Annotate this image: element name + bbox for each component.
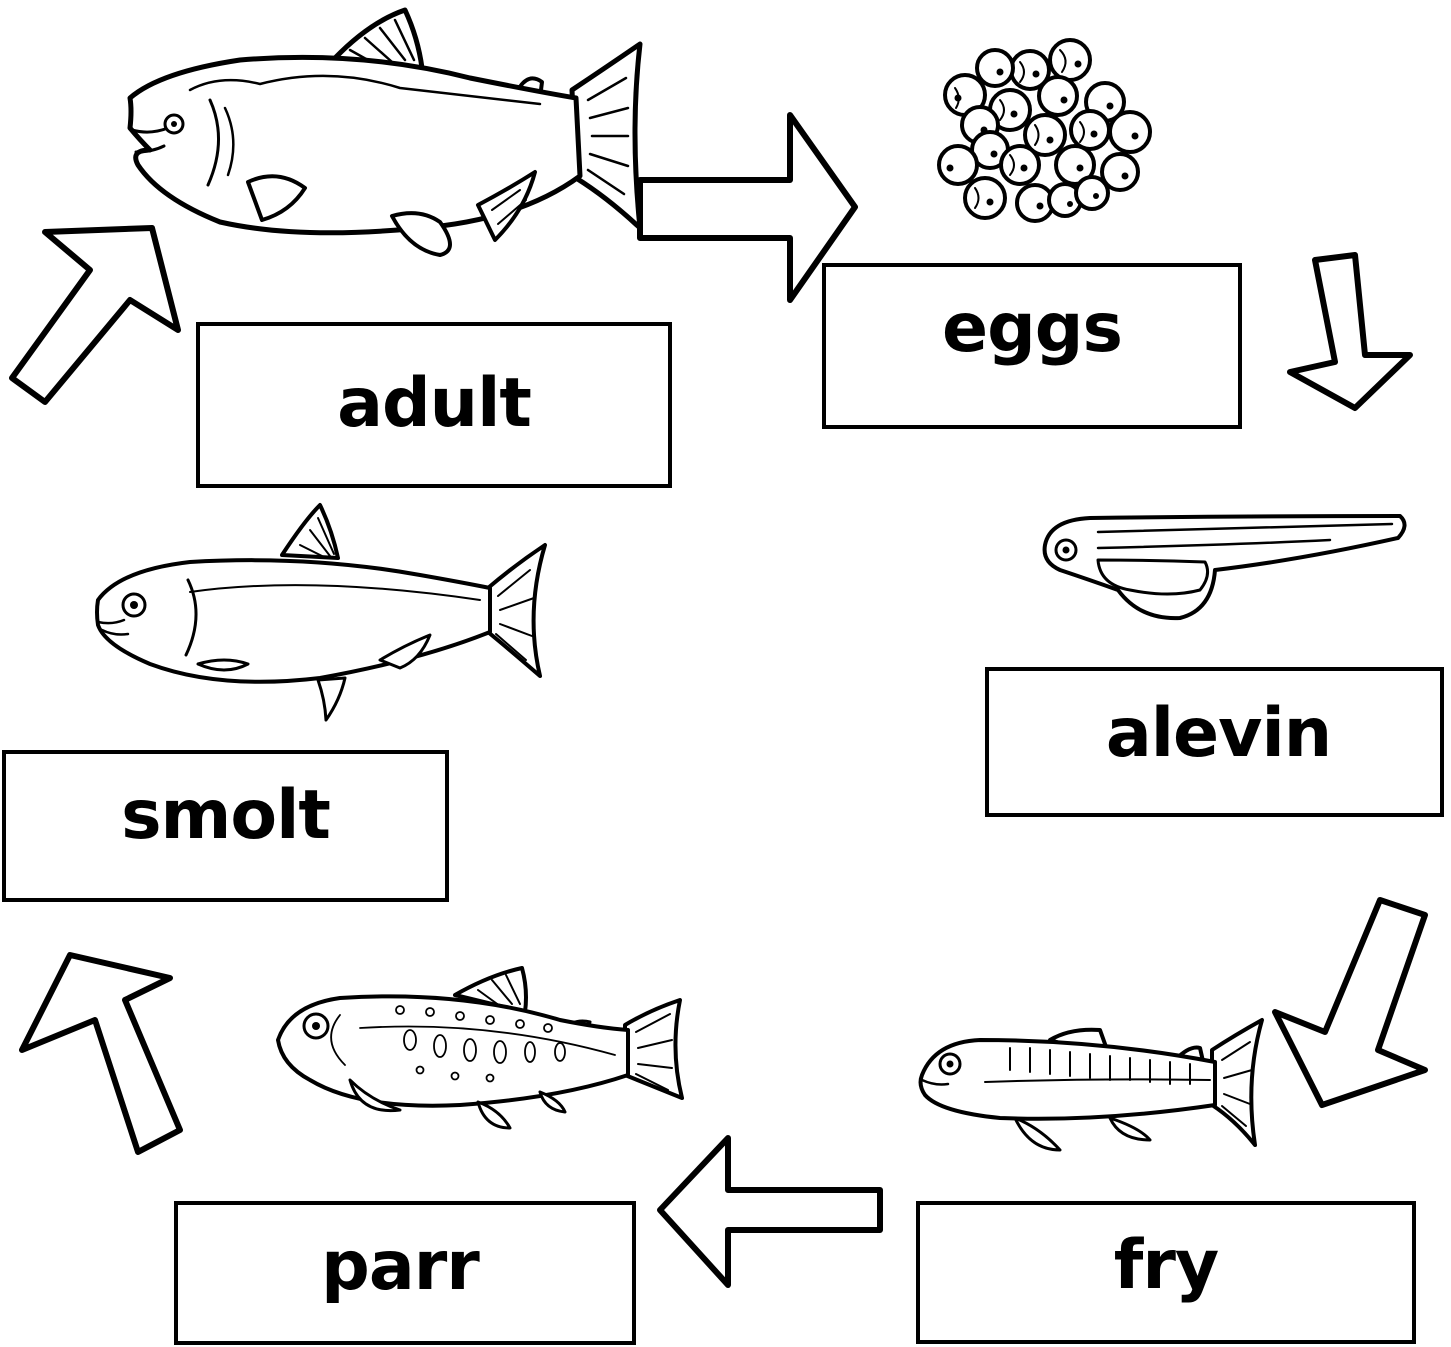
stage-box-parr: parr [174,1201,636,1345]
arrow-fry-to-parr [660,1138,880,1285]
stage-label-smolt: smolt [121,776,330,855]
arrow-smolt-to-adult [12,228,178,402]
stage-label-eggs: eggs [942,289,1122,368]
stage-box-eggs: eggs [822,263,1242,429]
stage-label-parr: parr [321,1227,479,1306]
stage-label-adult: adult [337,364,531,443]
stage-box-alevin: alevin [985,667,1444,817]
fry-illustration [921,1020,1262,1150]
stage-box-adult: adult [196,322,672,488]
arrow-parr-to-smolt [22,955,180,1152]
adult-salmon-illustration [130,10,640,255]
stage-label-fry: fry [1114,1226,1218,1305]
stage-label-alevin: alevin [1106,694,1331,773]
egg-cluster-illustration [939,40,1150,221]
parr-illustration [278,968,682,1128]
stage-box-smolt: smolt [2,750,449,902]
arrow-eggs-to-alevin [1290,255,1410,408]
arrow-alevin-to-fry [1275,900,1425,1105]
stage-box-fry: fry [916,1201,1416,1344]
alevin-illustration [1045,516,1405,618]
smolt-illustration [97,505,545,720]
